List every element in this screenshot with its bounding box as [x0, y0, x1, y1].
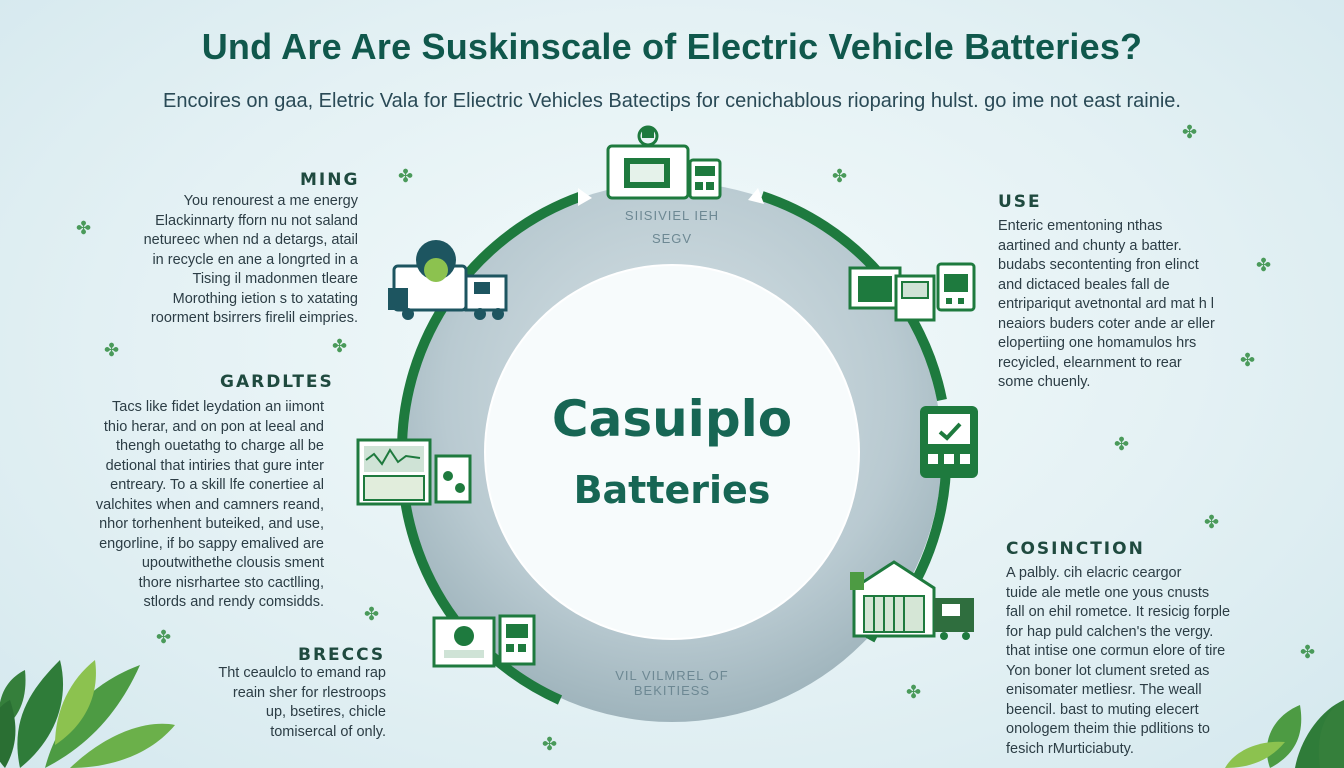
section-text-gardltes: Tacs like fidet leydation an iimont thio… [95, 399, 324, 610]
center-subtitle: Batteries [573, 468, 771, 512]
center-title: Casuiplo [551, 390, 793, 448]
section-text-breccs: Tht ceaulclo to emand rap reain sher for… [218, 665, 386, 740]
section-heading-use: USE [998, 192, 1042, 212]
section-heading-cosinction: COSINCTION [1006, 539, 1145, 559]
clover-icon: ✤ [542, 734, 558, 754]
truck-icon [848, 262, 976, 322]
factory-icon [606, 125, 722, 200]
ring-label-top-line1: SIISIVIEL IEH [624, 208, 720, 223]
clover-icon: ✤ [906, 682, 922, 702]
clover-icon: ✤ [1182, 122, 1198, 142]
circuit-board-icon [356, 438, 472, 506]
clover-icon: ✤ [76, 218, 92, 238]
clover-icon: ✤ [332, 336, 348, 356]
page-title: Und Are Are Suskinscale of Electric Vehi… [201, 26, 1143, 67]
section-text-use: Enteric ementoning nthas aartined and ch… [998, 218, 1215, 390]
section-heading-breccs: BRECCS [298, 645, 386, 665]
clover-icon: ✤ [156, 627, 172, 647]
clover-icon: ✤ [364, 604, 380, 624]
clover-icon: ✤ [1256, 255, 1272, 275]
section-text-cosinction: A palbly. cih elacric ceargor tuide ale … [1006, 565, 1231, 757]
clover-icon: ✤ [832, 166, 848, 186]
clover-icon: ✤ [1240, 350, 1256, 370]
battery-check-icon [920, 406, 978, 478]
clover-icon: ✤ [1114, 434, 1130, 454]
clover-icon: ✤ [1300, 642, 1316, 662]
section-heading-gardltes: GARDLTES [220, 372, 334, 392]
ring-label-bottom: VIL VILMREL OF BEKITIESS [572, 668, 772, 698]
warehouse-icon [850, 560, 974, 640]
ring-label-bottom-line2: BEKITIESS [633, 683, 711, 698]
clover-icon: ✤ [104, 340, 120, 360]
ring-label-top-line2: SEGV [651, 231, 693, 246]
clover-icon: ✤ [1204, 512, 1220, 532]
section-text-ming: You renourest a me energy Elackinnarty f… [143, 193, 358, 326]
page-subtitle: Encoires on gaa, Eletric Vala for Eliect… [163, 90, 1181, 112]
document-icon [432, 614, 536, 668]
clover-icon: ✤ [398, 166, 414, 186]
section-heading-ming: MING [300, 170, 360, 190]
recycling-plant-icon [388, 240, 508, 320]
ring-label-top: SIISIVIEL IEH SEGV [572, 208, 772, 246]
ring-label-bottom-line1: VIL VILMREL OF [615, 668, 729, 683]
